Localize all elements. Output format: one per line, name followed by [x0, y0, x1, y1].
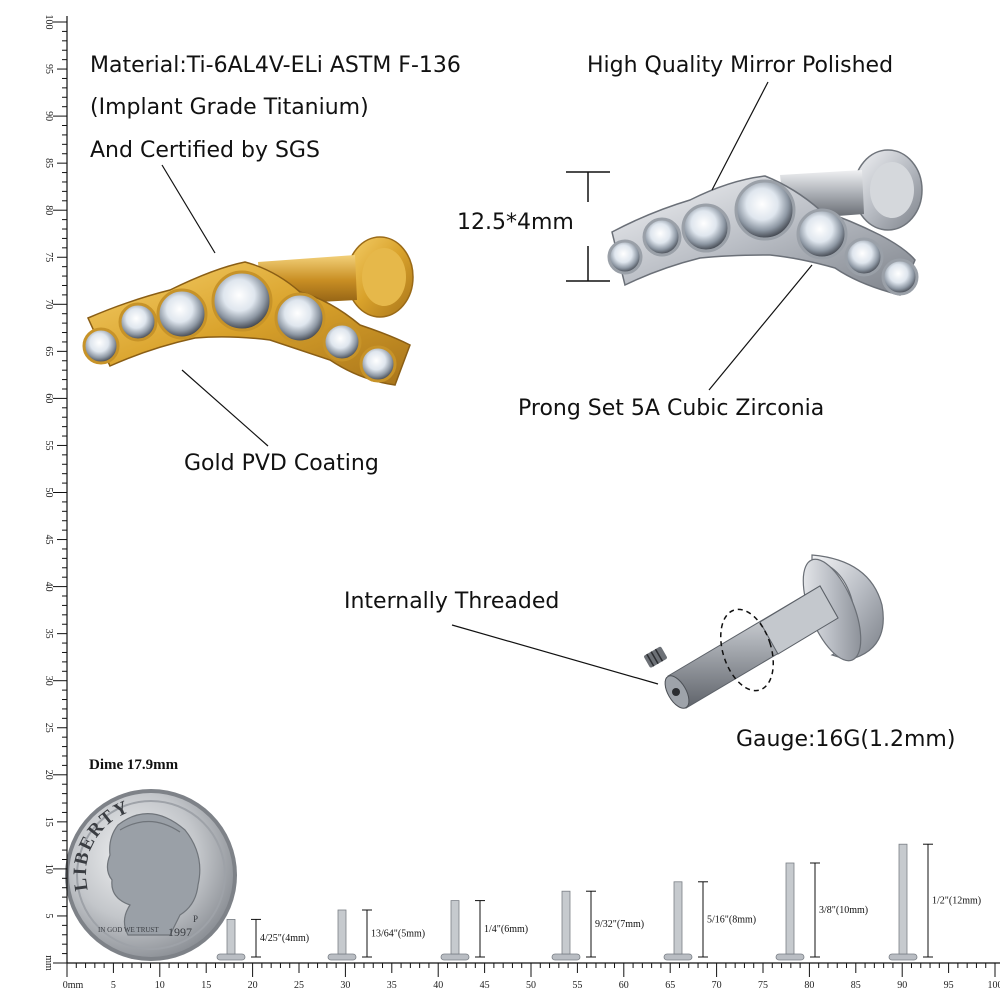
post-shaft	[898, 843, 908, 955]
dime-liberty-text: LIBERTY	[70, 796, 134, 892]
material-label-line2: (Implant Grade Titanium)	[90, 95, 369, 120]
post-size-item: 1/4"(6mm)	[440, 900, 528, 961]
ruler-vertical-label: 85	[43, 158, 54, 168]
ruler-horizontal: 0mm 5 10 15 20 25 30 35 40 45 50 55 60 65 70 75 80 85 90 95…	[63, 962, 1000, 991]
ruler-horizontal-label: 70	[712, 980, 722, 991]
dime-mint-text: P	[193, 914, 198, 924]
post-shaft	[785, 862, 795, 955]
ruler-horizontal-label: 5	[111, 980, 116, 991]
ruler-horizontal-label: 80	[804, 980, 814, 991]
ruler-vertical-label: 65	[43, 346, 54, 356]
post-size-item: 4/25"(4mm)	[216, 918, 309, 961]
gauge-label: Gauge:16G(1.2mm)	[736, 727, 956, 752]
ruler-horizontal-label: 85	[851, 980, 861, 991]
ruler-vertical-label: 35	[43, 629, 54, 639]
ruler-horizontal-label: 0mm	[63, 980, 84, 991]
ruler-horizontal-label: 90	[897, 980, 907, 991]
ruler-horizontal-label: 55	[572, 980, 582, 991]
ruler-horizontal-label: 35	[387, 980, 397, 991]
ruler-vertical: 100 95 90 85 80 75 70 65 60 55 50 45 40 35 30 25 20 15 10 5…	[43, 15, 68, 971]
ruler-horizontal-label: 15	[201, 980, 211, 991]
gold-earring-gems	[82, 270, 397, 383]
ruler-vertical-label: 25	[43, 723, 54, 733]
post-size-label: 1/4"(6mm)	[484, 924, 528, 935]
ruler-vertical-label: 70	[43, 299, 54, 309]
post-size-item: 1/2"(12mm)	[888, 843, 981, 961]
post-size-label: 4/25"(4mm)	[260, 933, 309, 944]
threaded-screw	[644, 646, 667, 668]
ruler-vertical-label: 55	[43, 440, 54, 450]
gold-coating-label: Gold PVD Coating	[184, 451, 379, 476]
post-shaft	[673, 881, 683, 955]
ruler-vertical-label: 5	[43, 913, 54, 918]
post-size-item: 3/8"(10mm)	[775, 862, 868, 961]
ruler-horizontal-label: 40	[433, 980, 443, 991]
ruler-vertical-label: 45	[43, 535, 54, 545]
ruler-vertical-label: 10	[43, 864, 54, 874]
dime-trust-text: IN GOD WE TRUST	[98, 926, 159, 934]
post-shaft	[561, 890, 571, 955]
ruler-vertical-label: 30	[43, 676, 54, 686]
dime-year-text: 1997	[168, 925, 192, 939]
zirconia-label: Prong Set 5A Cubic Zirconia	[518, 396, 825, 421]
ruler-vertical-label: 15	[43, 817, 54, 827]
material-label-line3: And Certified by SGS	[90, 138, 320, 163]
ruler-horizontal-label: 60	[619, 980, 629, 991]
silver-earring-gems	[607, 179, 919, 296]
ruler-horizontal-label: 20	[248, 980, 258, 991]
ruler-vertical-label: 50	[43, 488, 54, 498]
post-shaft	[337, 909, 347, 955]
post-size-item: 13/64"(5mm)	[327, 909, 425, 961]
post-size-item: 9/32"(7mm)	[551, 890, 644, 961]
ruler-vertical-label: 20	[43, 770, 54, 780]
gold-earring	[82, 236, 414, 386]
polished-label: High Quality Mirror Polished	[587, 53, 894, 78]
ruler-vertical-label: 40	[43, 582, 54, 592]
post-size-label: 9/32"(7mm)	[595, 919, 644, 930]
ruler-horizontal-label: 45	[480, 980, 490, 991]
post-size-label: 13/64"(5mm)	[371, 929, 425, 940]
silver-earring	[607, 149, 923, 296]
ruler-horizontal-label: 25	[294, 980, 304, 991]
size-dimension-bracket	[566, 171, 610, 282]
dime-coin	[65, 789, 237, 961]
post-shaft	[226, 919, 236, 955]
ruler-horizontal-label: 65	[665, 980, 675, 991]
post-size-group: 4/25"(4mm) 13/64"(5mm) 1/4"(6mm) 9/32"(7mm)…	[216, 843, 981, 961]
post-size-label: 1/2"(12mm)	[932, 896, 981, 907]
ruler-vertical-label: mm	[43, 955, 54, 971]
threaded-label: Internally Threaded	[344, 589, 560, 614]
post-size-label: 3/8"(10mm)	[819, 905, 868, 916]
ruler-horizontal-label: 50	[526, 980, 536, 991]
labret-post	[644, 554, 884, 709]
dime-label: Dime 17.9mm	[89, 757, 179, 773]
ruler-horizontal-label: 75	[758, 980, 768, 991]
ruler-horizontal-label: 10	[155, 980, 165, 991]
post-size-label: 5/16"(8mm)	[707, 914, 756, 925]
ruler-vertical-label: 60	[43, 393, 54, 403]
ruler-vertical-label: 100	[43, 15, 54, 30]
ruler-horizontal-label: 100	[988, 980, 1000, 991]
ruler-horizontal-label: 95	[944, 980, 954, 991]
post-size-item: 5/16"(8mm)	[663, 881, 756, 961]
ruler-vertical-label: 90	[43, 111, 54, 121]
leader-lines	[161, 81, 813, 685]
post-shaft	[450, 900, 460, 955]
ruler-horizontal-label: 30	[340, 980, 350, 991]
ruler-vertical-label: 80	[43, 205, 54, 215]
material-label-line1: Material:Ti-6AL4V-ELi ASTM F-136	[90, 53, 461, 78]
size-label: 12.5*4mm	[457, 210, 574, 235]
ruler-vertical-label: 95	[43, 64, 54, 74]
ruler-vertical-label: 75	[43, 252, 54, 262]
